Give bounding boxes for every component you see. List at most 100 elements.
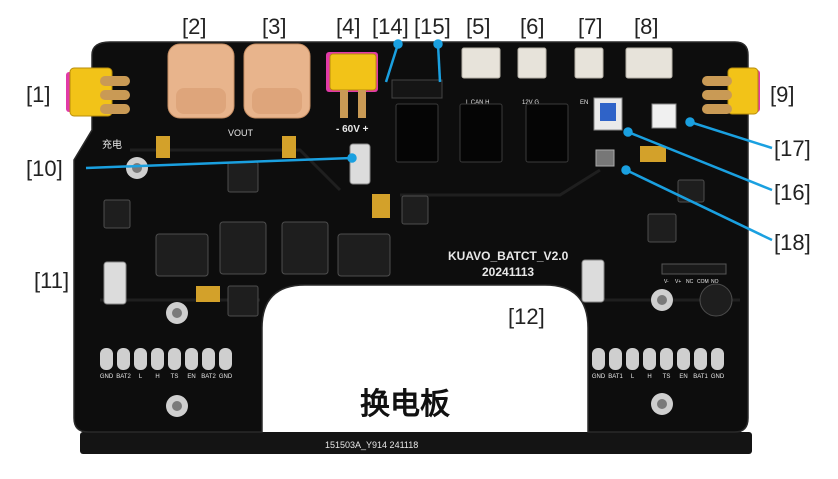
header-label: NC: [686, 279, 694, 285]
conn-label-12v: 12V G: [522, 100, 539, 106]
pad-label: H: [155, 374, 159, 380]
pad-label: BAT1: [693, 374, 708, 380]
relays: [395, 103, 569, 163]
connector-7: [574, 47, 604, 79]
solder-pad: [168, 348, 181, 370]
callout-17: [17]: [774, 136, 811, 161]
solder-pad: [134, 348, 147, 370]
xt-connector-3: [243, 43, 311, 119]
leader-14: [384, 43, 400, 83]
conn-label-can: L CAN H: [466, 100, 489, 106]
leader-15: [436, 43, 442, 83]
header-pins: [661, 263, 727, 275]
pad-label: EN: [187, 374, 195, 380]
xt60-connector: [326, 52, 378, 118]
relay: [525, 103, 569, 163]
ic: [219, 221, 267, 275]
solder-pad: [677, 348, 690, 370]
bat-pin-header: [391, 79, 443, 99]
pad-label: TS: [663, 374, 671, 380]
fuse-11: [103, 261, 127, 305]
pad-label: TS: [171, 374, 179, 380]
charge-connector-left: [66, 67, 130, 117]
solder-pad: [592, 348, 605, 370]
callout-11: [11]: [34, 268, 70, 293]
leader-17: [689, 120, 773, 150]
header-label: V+: [675, 279, 681, 285]
ic: [401, 195, 429, 225]
power-ics: [103, 161, 733, 317]
switch-17: [651, 103, 677, 129]
callout-8: [8]: [634, 14, 659, 39]
xt-connector-2: [167, 43, 235, 119]
solder-pad: [151, 348, 164, 370]
pad-label: H: [647, 374, 651, 380]
board-title-cn: 换电板: [360, 387, 450, 422]
solder-pad: [219, 348, 232, 370]
capacitors: [156, 136, 666, 302]
relay: [395, 103, 439, 163]
ic: [227, 161, 259, 193]
ic: [647, 213, 677, 243]
solder-pad: [694, 348, 707, 370]
pad-label: BAT1: [608, 374, 623, 380]
leader-10: [85, 156, 353, 170]
callout-10: [10]: [26, 156, 63, 181]
solder-pad: [711, 348, 724, 370]
ic: [155, 233, 209, 277]
pad-label: BAT2: [116, 374, 131, 380]
callout-3: [3]: [262, 14, 287, 39]
bottom-strip: [80, 432, 752, 454]
fuse-10: [349, 143, 371, 185]
relay: [459, 103, 503, 163]
pad-label: GND: [100, 374, 114, 380]
inductor: [699, 283, 733, 317]
connector-5: [461, 47, 501, 79]
connector-6: [517, 47, 547, 79]
leader-lines: [85, 39, 773, 242]
board-name: KUAVO_BATCT_V2.0: [448, 249, 569, 263]
pad-label: L: [631, 374, 635, 380]
ic: [103, 199, 131, 229]
ic: [281, 221, 329, 275]
mounting-holes: [126, 157, 673, 417]
callout-4: [4]: [336, 14, 361, 39]
callout-5: [5]: [466, 14, 491, 39]
fuse-12: [581, 259, 605, 303]
pad-label: L: [139, 374, 143, 380]
bottom-code: 151503A_Y914 241118: [325, 440, 418, 450]
connector-8: [625, 47, 673, 79]
callout-15: [15]: [414, 14, 451, 39]
pad-label: GND: [219, 374, 233, 380]
solder-pad: [626, 348, 639, 370]
callout-1: [1]: [26, 82, 51, 107]
solder-pad: [609, 348, 622, 370]
pcb-board: [73, 41, 749, 433]
connector-right: [702, 67, 760, 115]
callout-12: [12]: [508, 304, 545, 329]
solder-pad: [117, 348, 130, 370]
leader-16: [627, 130, 773, 192]
callout-14: [14]: [372, 14, 409, 39]
header-label: NO: [711, 279, 719, 285]
solder-pad: [643, 348, 656, 370]
charge-label: 充电: [102, 138, 122, 151]
solder-pad: [202, 348, 215, 370]
solder-pad: [660, 348, 673, 370]
conn-label-en: EN: [580, 100, 588, 106]
callout-7: [7]: [578, 14, 603, 39]
ic: [227, 285, 259, 317]
callout-9: [9]: [770, 82, 795, 107]
vout-label: VOUT: [228, 128, 254, 138]
solder-pad: [100, 348, 113, 370]
tact-switch-18: [595, 149, 615, 167]
solder-pad: [185, 348, 198, 370]
callout-16: [16]: [774, 180, 811, 205]
pad-label: GND: [592, 374, 606, 380]
white-connectors: [461, 47, 673, 79]
callout-2: [2]: [182, 14, 207, 39]
board-date: 20241113: [482, 265, 534, 279]
